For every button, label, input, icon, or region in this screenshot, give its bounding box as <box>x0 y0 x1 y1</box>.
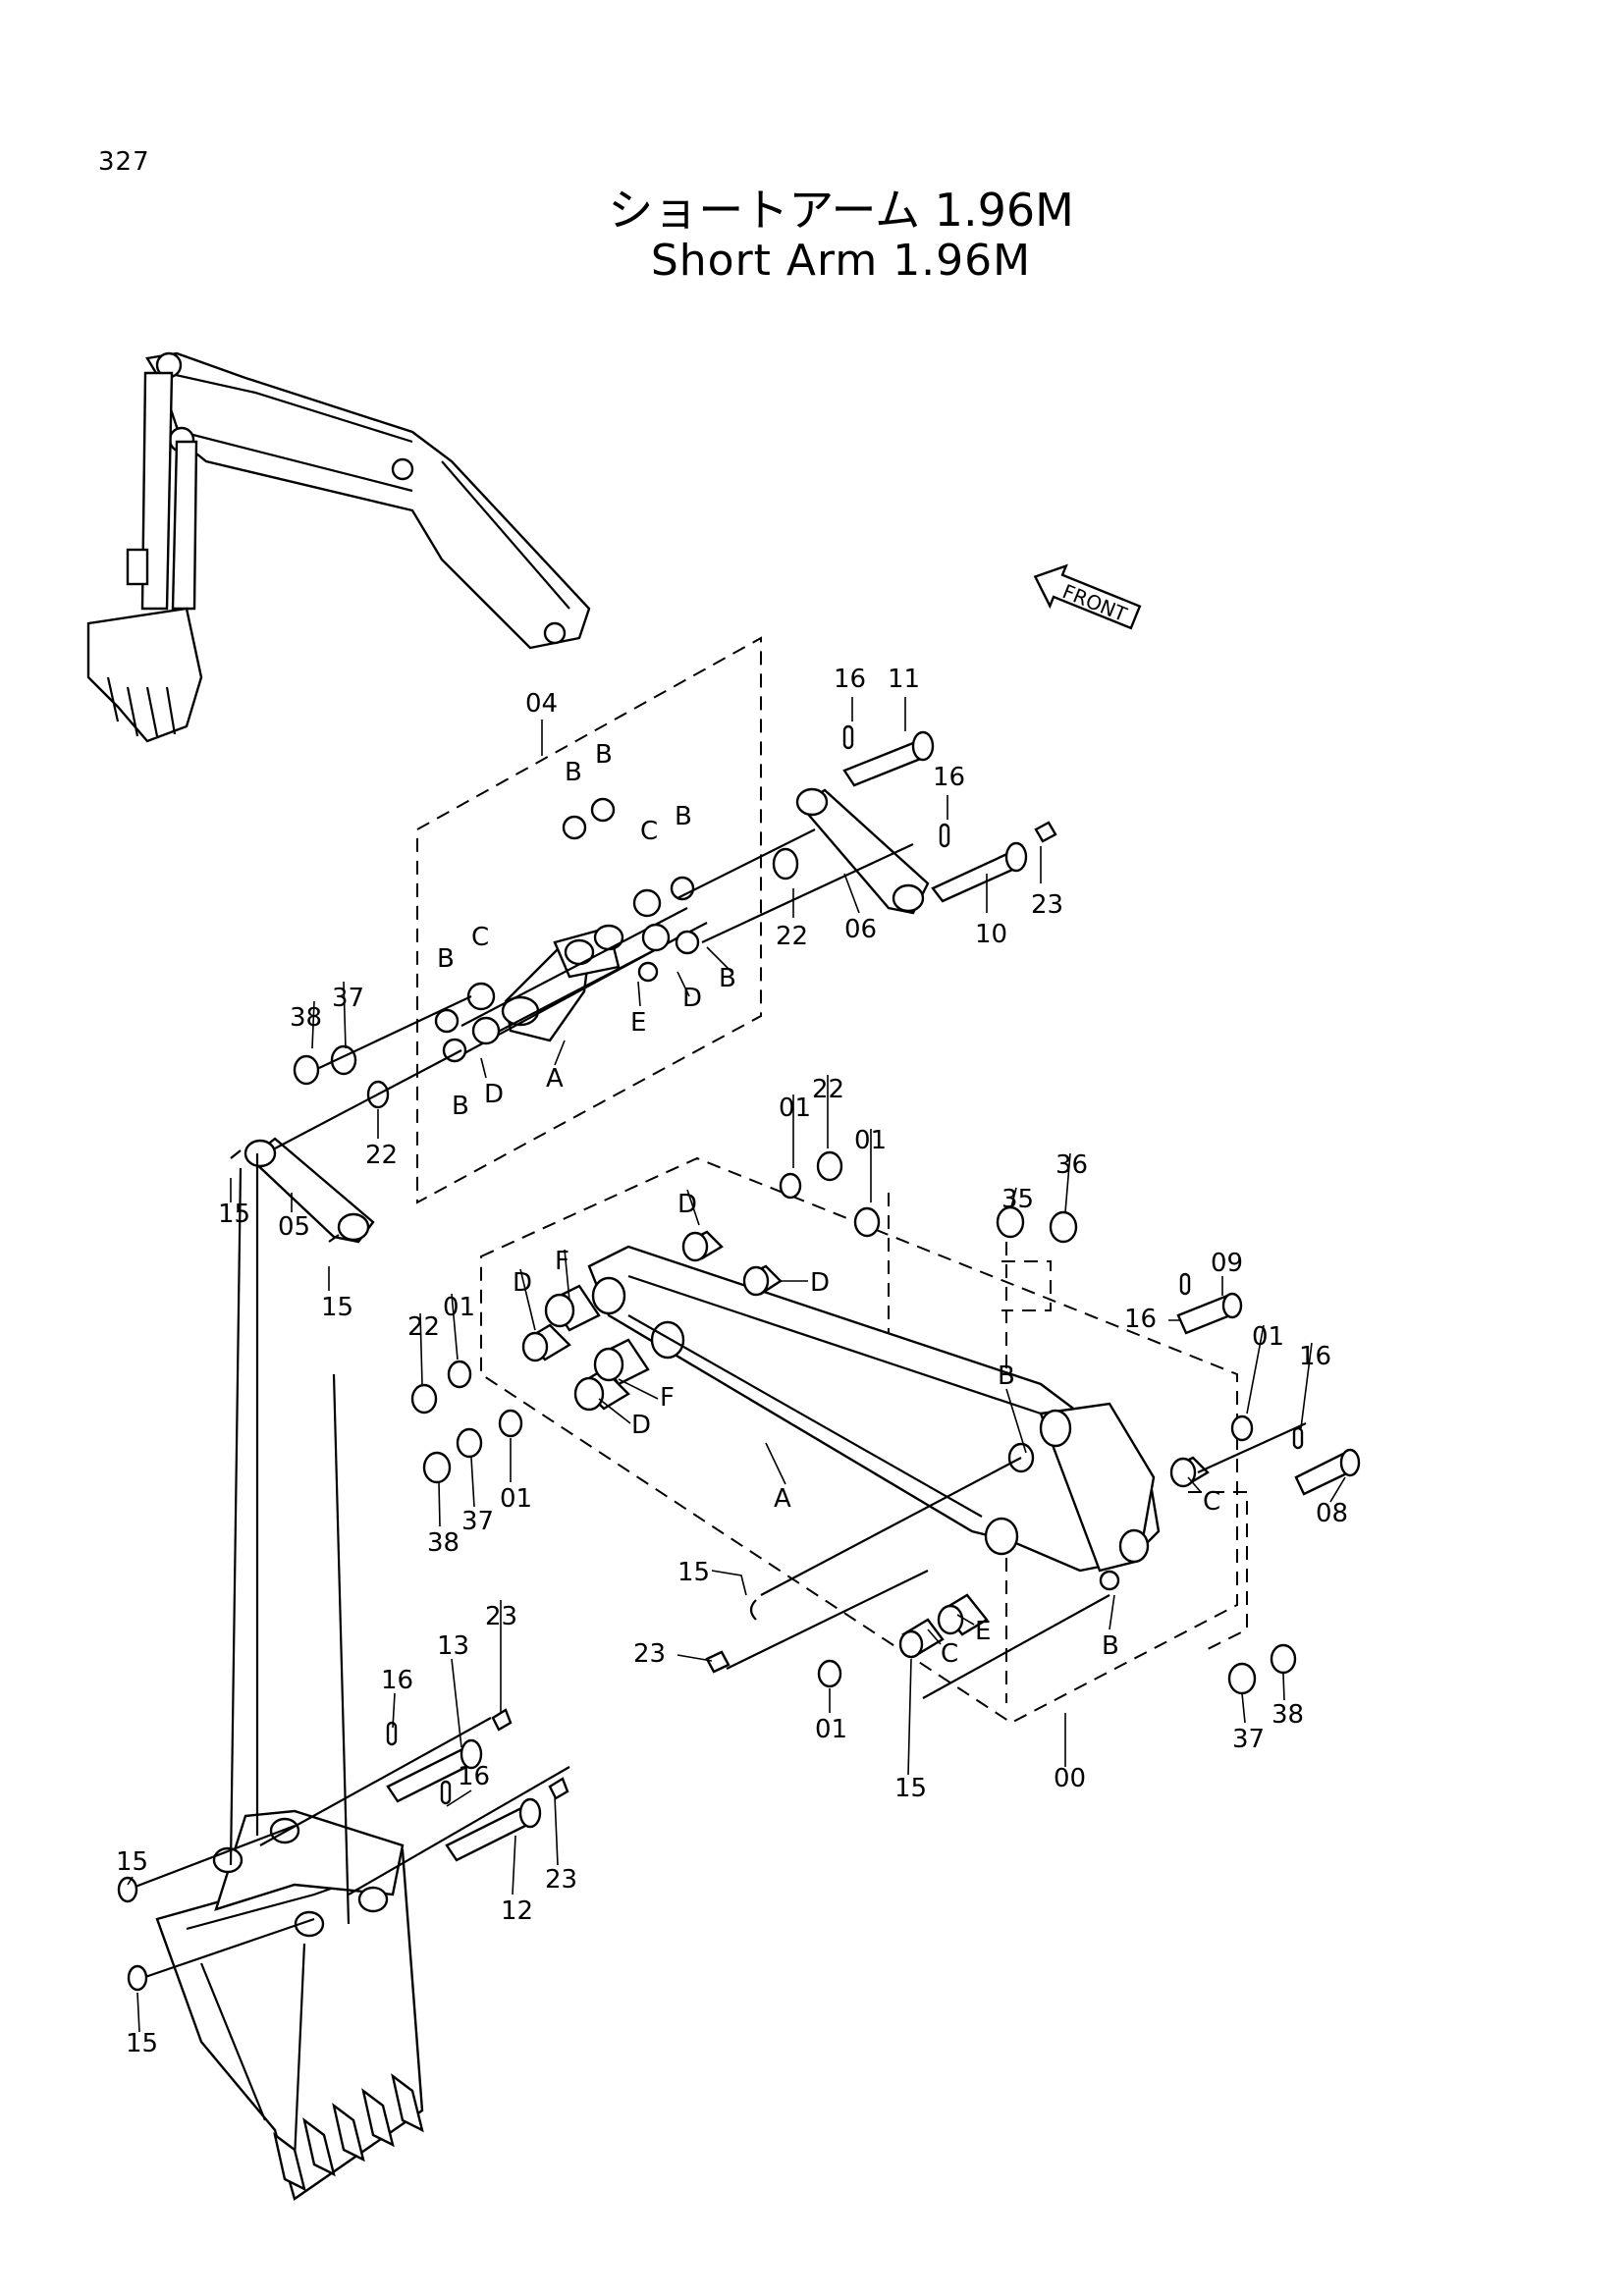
callout-F: F <box>660 1383 675 1413</box>
callout-01: 01 <box>815 1715 847 1744</box>
callout-06: 06 <box>844 915 877 944</box>
callout-labels: 04 16 11 16 10 23 06 22 B B C B D B E A … <box>116 665 1348 2058</box>
callout-16: 16 <box>834 665 866 694</box>
callout-16: 16 <box>1124 1305 1157 1334</box>
link-06-and-pins <box>676 724 1057 943</box>
callout-C: C <box>471 923 489 952</box>
callout-22: 22 <box>776 922 808 951</box>
callout-01: 01 <box>1252 1322 1284 1352</box>
callout-10: 10 <box>975 920 1007 949</box>
callout-B: B <box>452 1092 469 1121</box>
callout-11: 11 <box>888 665 920 694</box>
link-assembly-04 <box>434 797 708 1063</box>
callout-15: 15 <box>116 1847 148 1877</box>
link-05 <box>230 995 472 1244</box>
callout-23: 23 <box>633 1639 666 1669</box>
callout-D: D <box>677 1190 697 1219</box>
front-label: FRONT <box>1059 579 1131 626</box>
arm-bushings-and-seals <box>410 1150 1361 1699</box>
callout-D: D <box>484 1080 504 1109</box>
callout-16: 16 <box>933 763 965 792</box>
title-japanese: ショートアーム 1.96M <box>608 184 1074 237</box>
callout-15: 15 <box>126 2029 158 2058</box>
callout-38: 38 <box>427 1528 460 1558</box>
callout-37: 37 <box>1232 1725 1265 1754</box>
callout-E: E <box>975 1617 991 1646</box>
callout-15: 15 <box>321 1293 353 1322</box>
callout-38: 38 <box>290 1003 322 1033</box>
callout-16: 16 <box>381 1666 413 1695</box>
callout-D: D <box>810 1268 830 1298</box>
callout-B: B <box>437 944 455 974</box>
callout-08: 08 <box>1316 1499 1348 1528</box>
front-direction-arrow: FRONT <box>1033 563 1142 630</box>
callout-E: E <box>630 1008 646 1038</box>
callout-C: C <box>640 817 658 846</box>
callout-15: 15 <box>894 1774 927 1803</box>
callout-B: B <box>1102 1631 1119 1661</box>
callout-01: 01 <box>443 1293 475 1322</box>
callout-35: 35 <box>1001 1185 1034 1214</box>
callout-12: 12 <box>501 1896 533 1926</box>
callout-36: 36 <box>1055 1150 1088 1180</box>
callout-16: 16 <box>458 1762 490 1791</box>
callout-16: 16 <box>1299 1342 1331 1371</box>
callout-01: 01 <box>500 1484 532 1514</box>
callout-09: 09 <box>1211 1249 1243 1278</box>
callout-01: 01 <box>779 1094 811 1123</box>
callout-B: B <box>675 802 692 831</box>
callout-13: 13 <box>437 1631 469 1661</box>
callout-C: C <box>941 1639 958 1669</box>
callout-A: A <box>774 1484 791 1514</box>
callout-23: 23 <box>1031 890 1063 920</box>
callout-00: 00 <box>1054 1764 1086 1793</box>
bucket-and-pins <box>117 1153 570 2201</box>
callout-B: B <box>595 740 613 770</box>
page-number: 327 <box>98 147 150 177</box>
title-english: Short Arm 1.96M <box>650 236 1032 286</box>
callout-15: 15 <box>218 1200 250 1229</box>
excavator-overview-illustration <box>86 351 591 743</box>
callout-C: C <box>1203 1487 1220 1517</box>
callout-05: 05 <box>278 1212 310 1242</box>
callout-38: 38 <box>1271 1700 1304 1730</box>
callout-22: 22 <box>365 1141 398 1170</box>
arm-body-00 <box>587 1245 1161 1591</box>
callout-D: D <box>631 1411 651 1440</box>
callout-22: 22 <box>407 1312 440 1342</box>
callout-B: B <box>565 758 582 787</box>
callout-15: 15 <box>677 1558 710 1587</box>
callout-B: B <box>998 1362 1015 1391</box>
callout-A: A <box>546 1064 564 1094</box>
callout-04: 04 <box>525 689 558 719</box>
callout-23: 23 <box>545 1865 577 1895</box>
callout-37: 37 <box>461 1507 494 1536</box>
callout-leaders <box>127 697 1346 2033</box>
callout-D: D <box>513 1268 532 1298</box>
callout-37: 37 <box>332 984 364 1013</box>
